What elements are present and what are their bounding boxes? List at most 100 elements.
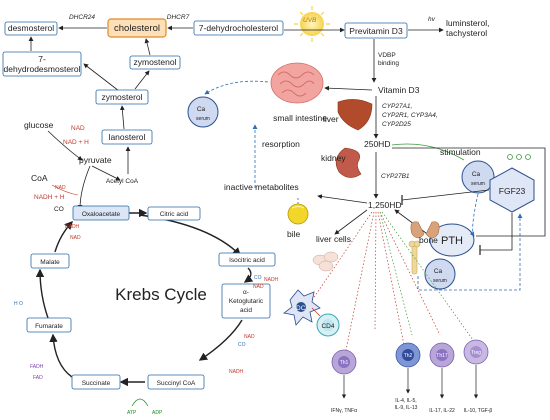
nad-curve — [51, 184, 79, 196]
plus-marker-3 — [525, 154, 531, 160]
zymostenol-label: zymostenol — [134, 57, 177, 67]
arc-akg-succinyl — [198, 319, 243, 361]
cyp27b1-label: CYP27B1 — [381, 173, 410, 180]
nad-krebs-2: NAD — [244, 334, 255, 340]
hv-label: hv — [428, 16, 436, 23]
inactive-metabolites-label: inactive metabolites — [224, 182, 299, 192]
th1-label: Th1 — [340, 360, 349, 366]
7-dehydrodesmosterol-box — [2, 51, 82, 77]
akg-label-2: Ketoglutaric — [229, 298, 264, 305]
calcium-serum-kidney: Ca serum — [461, 160, 495, 194]
ca-label-1: Ca — [197, 106, 206, 113]
pyruvate-label: pyruvate — [79, 155, 112, 165]
cd4-cell — [316, 313, 340, 337]
zymostenol-box — [129, 55, 181, 70]
malate-label: Malate — [40, 259, 60, 266]
arrow-glucose-to-pyruvate — [47, 130, 83, 161]
vdbp-label-2: binding — [378, 60, 399, 67]
arc-isocitric-akg — [243, 267, 254, 283]
arc-fumarate-malate — [35, 268, 49, 319]
glucose-label: glucose — [24, 120, 54, 130]
akg-box — [221, 283, 271, 319]
krebs-cycle: Krebs Cycle Oxaloacetate Citric acid Iso… — [14, 205, 279, 416]
dashed-ca-to-pth — [469, 193, 479, 237]
fumarate-label: Fumarate — [35, 323, 63, 330]
7-dehydrodesmosterol-label-2: dehydrodesmosterol — [3, 64, 80, 74]
nad2-label: NAD — [55, 185, 66, 191]
thyroid-icon — [410, 221, 440, 239]
arrow-vitd3-to-intestine — [324, 85, 373, 91]
bile-icon — [287, 203, 309, 225]
cholesterol-pathway: desmosterol DHCR24 cholesterol DHCR7 7-d… — [2, 14, 284, 185]
kidney-icon — [335, 147, 362, 178]
atp-label: ATP — [127, 410, 137, 416]
cd4-label: CD4 — [321, 323, 334, 330]
lumisterol-label-2: tachysterol — [446, 28, 487, 38]
plus-marker-2 — [516, 154, 522, 160]
th1-cell — [331, 349, 357, 375]
dc-cd4-link — [311, 307, 321, 317]
uvb-label: UVB — [303, 17, 317, 24]
oxaloacetate-label: Oxaloacetate — [82, 211, 121, 218]
adp-label: ADP — [152, 410, 163, 416]
calcium-serum-bone: Ca serum — [424, 258, 456, 290]
nadh-h-label: NAD + H — [63, 139, 89, 146]
nadh-krebs-3: NADH — [65, 224, 80, 230]
atp-adp-curve — [131, 398, 149, 407]
arrow-pyruvate-to-oxaloacetate — [77, 165, 91, 210]
bone-label: bone — [419, 235, 438, 245]
ca-serum-label-3: serum — [433, 278, 447, 284]
7dhc-label: 7-dehydrocholesterol — [199, 23, 278, 33]
oxaloacetate-box — [72, 205, 130, 221]
small-intestine-label: small intestine — [273, 113, 327, 123]
co2-label: CO — [54, 206, 64, 213]
glycolysis: glucose NAD NAD + H pyruvate CoA NAD NAD… — [24, 120, 121, 213]
treg-output: IL-10, TGF-β — [464, 408, 493, 414]
treg-label: Treg — [471, 350, 481, 356]
isocitric-box — [218, 252, 276, 267]
succinate-label: Succinate — [82, 380, 111, 387]
fgf23-label: FGF23 — [499, 186, 526, 196]
nad-label: NAD — [71, 125, 85, 132]
cyp-label-2: CYP2R1, CYP3A4, — [382, 112, 438, 119]
7-dehydrodesmosterol-label-1: 7- — [38, 54, 46, 64]
ca-serum-label-2: serum — [471, 181, 485, 187]
citric-box — [147, 206, 201, 221]
th1-output: IFNγ, TNFα — [331, 408, 357, 414]
desmosterol-box — [4, 21, 58, 36]
arrow-1250hd-to-liver-cells — [334, 209, 368, 235]
pth-icon — [429, 223, 475, 257]
akg-label-1: α- — [243, 289, 249, 296]
th2-output-1: IL-4, IL-5, — [395, 398, 416, 404]
ca-label-2: Ca — [472, 171, 481, 178]
arrow-zymosterol-to-7dhd — [83, 63, 120, 92]
nad-krebs-3: NAD — [70, 235, 81, 241]
nadh-h2-label: NADH + H — [34, 194, 65, 201]
inhibit-fgf23-line — [401, 189, 490, 201]
th2-label: Th2 — [404, 353, 413, 359]
zymosterol-label: zymosterol — [101, 92, 142, 102]
nadh-krebs-2: NADH — [229, 369, 244, 375]
arrow-lanosterol-to-zymosterol — [119, 105, 125, 130]
small-intestine-icon — [270, 62, 324, 104]
pth-label: PTH — [441, 235, 463, 247]
treg-cell — [463, 339, 489, 365]
th17-cell — [429, 342, 455, 368]
bile-label: bile — [287, 229, 301, 239]
liver-label: liver — [323, 114, 339, 124]
cyp-label-1: CYP27A1, — [382, 103, 413, 110]
succinyl-label: Succinyl CoA — [157, 380, 196, 387]
stimulation-curve — [391, 143, 465, 161]
250hd-label: 250HD — [364, 139, 390, 149]
arrow-pyruvate-to-acetylcoa — [91, 165, 121, 181]
zymosterol-box — [95, 89, 149, 105]
vitd3-label: Vitamin D3 — [378, 85, 420, 95]
vdbp-label-1: VDBP — [378, 52, 396, 59]
fumarate-box — [26, 317, 72, 333]
isocitric-label: Isocitric acid — [229, 257, 265, 264]
h2o-label: H O — [14, 301, 23, 307]
nadh-krebs-1: NADH — [264, 277, 279, 283]
th2-cell — [395, 342, 421, 368]
dashed-intestine-to-ca — [204, 80, 269, 95]
